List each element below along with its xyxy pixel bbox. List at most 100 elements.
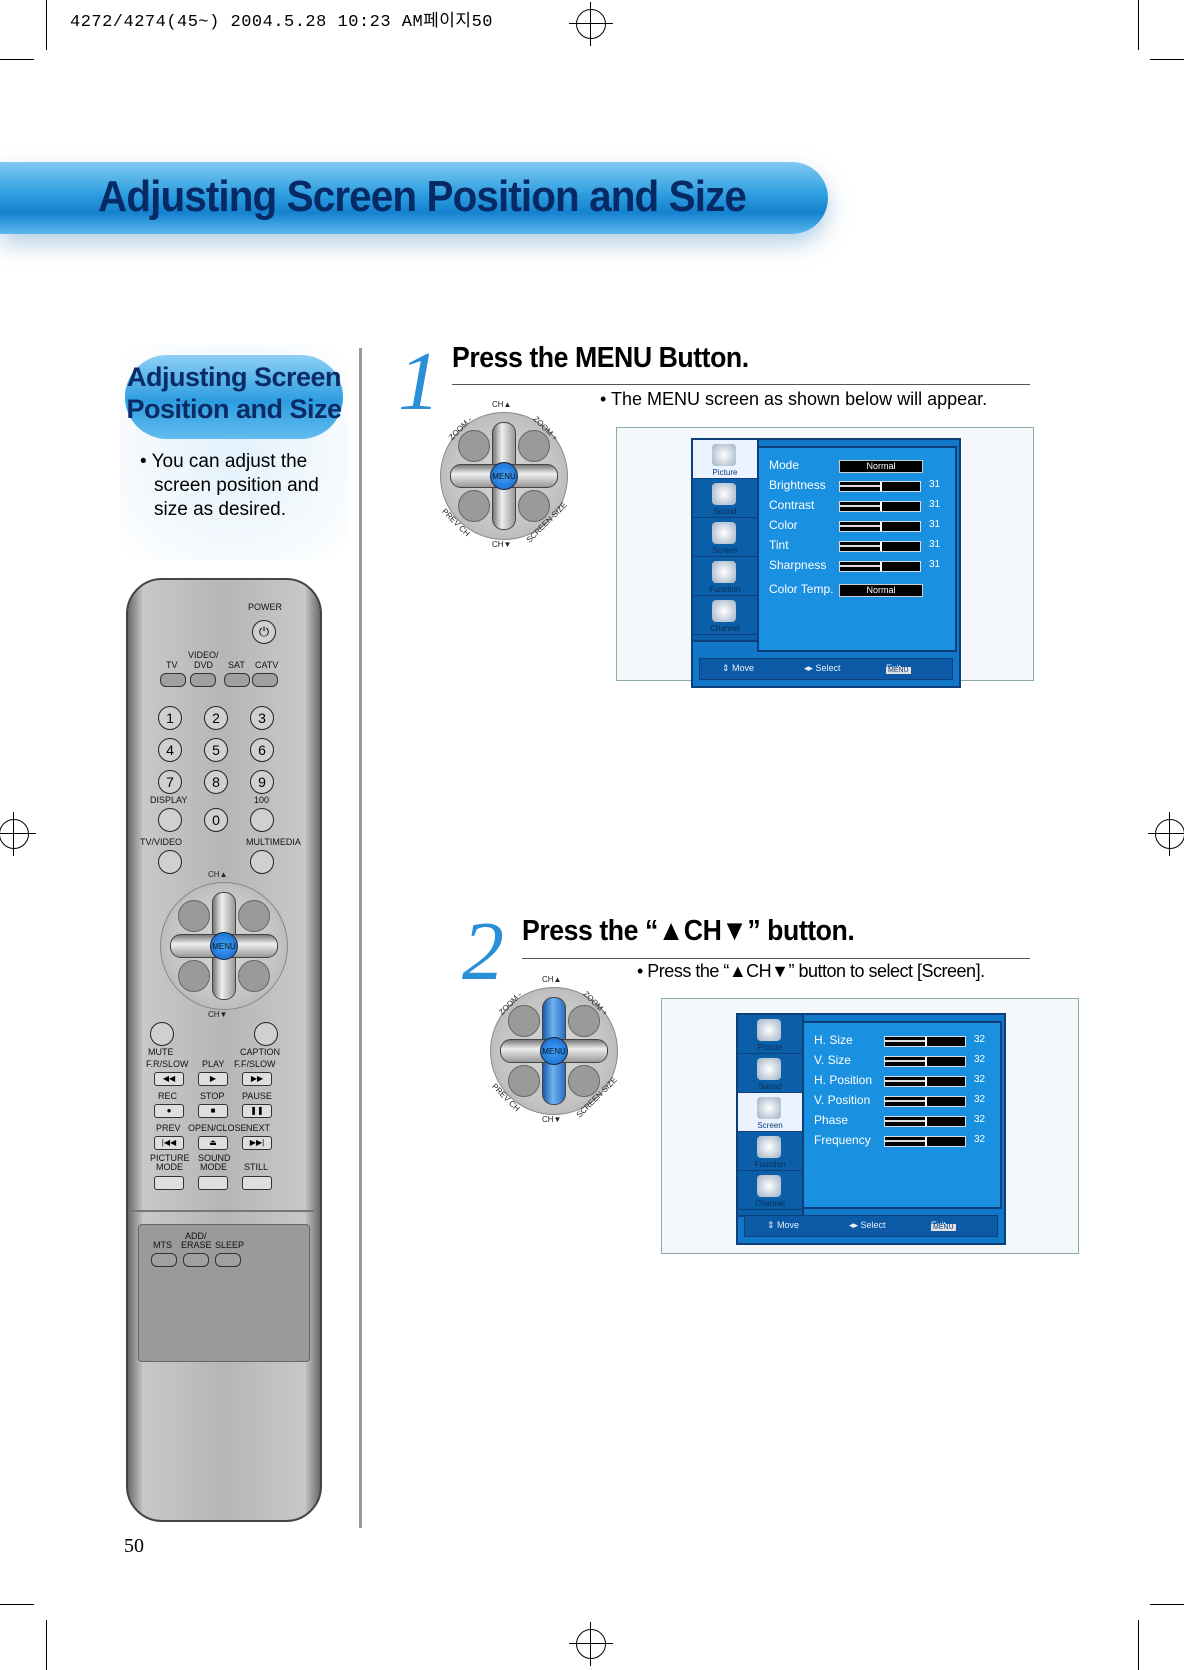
digit-7-button[interactable]: 7 <box>158 770 182 794</box>
next-button[interactable]: ▶▶| <box>242 1136 272 1150</box>
step-1-number: 1 <box>398 335 440 428</box>
osd-color-temp-value: Normal <box>839 584 923 597</box>
osd-move-hint: ⇕ Move <box>722 663 755 673</box>
digit-2-button[interactable]: 2 <box>204 706 228 730</box>
digit-1-button[interactable]: 1 <box>158 706 182 730</box>
osd-setting-value: 32 <box>974 1114 986 1125</box>
rec-button[interactable]: ● <box>154 1104 184 1118</box>
display-button[interactable] <box>158 808 182 832</box>
remote-hidden-panel: ADD/ MTS ERASE SLEEP <box>138 1224 310 1362</box>
digit-0-button[interactable]: 0 <box>204 808 228 832</box>
pause-button[interactable]: ❚❚ <box>242 1104 272 1118</box>
sound-mode-label: SOUND <box>198 1153 231 1163</box>
osd-tab-channel: Channel <box>693 596 757 635</box>
sidebar-desc-line: • You can adjust the <box>140 451 308 472</box>
still-label: STILL <box>244 1162 269 1172</box>
crop-mark <box>0 59 34 60</box>
open-close-button[interactable]: ⏏ <box>198 1136 228 1150</box>
mode-catv-button[interactable] <box>252 673 278 687</box>
osd-setting-value: 32 <box>974 1034 986 1045</box>
osd-setting-value: 32 <box>974 1074 986 1085</box>
mute-label: MUTE <box>148 1047 174 1057</box>
sound-mode-label: MODE <box>200 1162 227 1172</box>
osd-setting-value: 32 <box>974 1094 986 1105</box>
step-2-description: • Press the “▲CH▼” button to select [Scr… <box>637 961 985 981</box>
registration-mark <box>0 812 36 856</box>
osd-tab-function: Function <box>738 1132 802 1171</box>
digit-3-button[interactable]: 3 <box>250 706 274 730</box>
osd-setting-value: 31 <box>929 559 941 570</box>
mode-dvd-button[interactable] <box>190 673 216 687</box>
tv-video-button[interactable] <box>158 850 182 874</box>
osd-level-bar <box>884 1116 966 1127</box>
still-button[interactable] <box>242 1176 272 1190</box>
pause-label: PAUSE <box>242 1091 272 1101</box>
osd-level-bar <box>884 1136 966 1147</box>
caption-button[interactable] <box>254 1022 278 1046</box>
next-label: NEXT <box>246 1123 271 1133</box>
prev-label: PREV <box>156 1123 181 1133</box>
power-button[interactable]: ⏻ <box>252 620 276 644</box>
ch-up-label: CH▲ <box>208 870 228 879</box>
osd-setting-value: 31 <box>929 519 941 530</box>
step-1-dpad-illustration: MENU CH▲ CH▼ ZOOM - ZOOM + PREV CH SCREE… <box>428 400 578 550</box>
rec-label: REC <box>158 1091 178 1101</box>
step-2-number: 2 <box>462 905 504 998</box>
ch-down-label: CH▼ <box>208 1010 228 1019</box>
function-icon <box>712 561 736 583</box>
osd-setting-label: V. Position <box>814 1093 871 1107</box>
osd-tab-sound: Sound <box>693 479 757 518</box>
mode-catv-label: CATV <box>255 660 279 670</box>
sound-mode-button[interactable] <box>198 1176 228 1190</box>
osd-mode-label: Mode <box>769 458 800 472</box>
page-title: Adjusting Screen Position and Size <box>98 172 747 221</box>
add-erase-button[interactable] <box>183 1253 209 1267</box>
play-button[interactable]: ▶ <box>198 1072 228 1086</box>
picture-mode-button[interactable] <box>154 1176 184 1190</box>
osd-level-bar <box>884 1056 966 1067</box>
osd-tab-function: Function <box>693 557 757 596</box>
picture-mode-label: PICTURE <box>150 1153 190 1163</box>
osd-level-bar <box>839 501 921 512</box>
fast-forward-button[interactable]: ▶▶ <box>242 1072 272 1086</box>
ch-up-label: CH▲ <box>542 975 562 984</box>
digit-4-button[interactable]: 4 <box>158 738 182 762</box>
multimedia-button[interactable] <box>250 850 274 874</box>
stop-button[interactable]: ■ <box>198 1104 228 1118</box>
osd-setting-value: 31 <box>929 499 941 510</box>
crop-mark <box>1138 0 1139 50</box>
digit-8-button[interactable]: 8 <box>204 770 228 794</box>
sleep-button[interactable] <box>215 1253 241 1267</box>
mts-button[interactable] <box>151 1253 177 1267</box>
mode-tv-label: TV <box>166 660 178 670</box>
print-slug: 4272/4274(45~) 2004.5.28 10:23 AM페이지50 <box>70 13 493 32</box>
column-divider <box>359 348 362 1528</box>
hundred-button[interactable] <box>250 808 274 832</box>
ch-down-label: CH▼ <box>542 1115 562 1124</box>
rewind-button[interactable]: ◀◀ <box>154 1072 184 1086</box>
add-erase-label: ERASE <box>181 1240 212 1250</box>
multimedia-label: MULTIMEDIA <box>246 837 301 847</box>
osd-setting-value: 32 <box>974 1054 986 1065</box>
crop-mark <box>1150 1604 1184 1605</box>
mute-button[interactable] <box>150 1022 174 1046</box>
step-1-title: Press the MENU Button. <box>452 342 749 374</box>
mode-tv-button[interactable] <box>160 673 186 687</box>
remote-dpad[interactable]: MENU CH▲ CH▼ <box>148 870 298 1020</box>
digit-5-button[interactable]: 5 <box>204 738 228 762</box>
digit-9-button[interactable]: 9 <box>250 770 274 794</box>
add-erase-label: ADD/ <box>185 1231 207 1241</box>
step-2-dpad-illustration: MENU CH▲ CH▼ ZOOM - ZOOM + PREV CH SCREE… <box>478 975 628 1125</box>
prev-button[interactable]: |◀◀ <box>154 1136 184 1150</box>
menu-key: MENU <box>540 1037 568 1065</box>
mode-sat-button[interactable] <box>224 673 250 687</box>
menu-button[interactable]: MENU <box>210 932 238 960</box>
osd-setting-value: 31 <box>929 539 941 550</box>
tv-video-label: TV/VIDEO <box>140 837 183 847</box>
crop-mark <box>1150 59 1184 60</box>
mts-label: MTS <box>153 1240 172 1250</box>
sidebar-title-line: Adjusting Screen <box>126 362 342 392</box>
channel-icon <box>757 1175 781 1197</box>
digit-6-button[interactable]: 6 <box>250 738 274 762</box>
osd-level-bar <box>839 561 921 572</box>
